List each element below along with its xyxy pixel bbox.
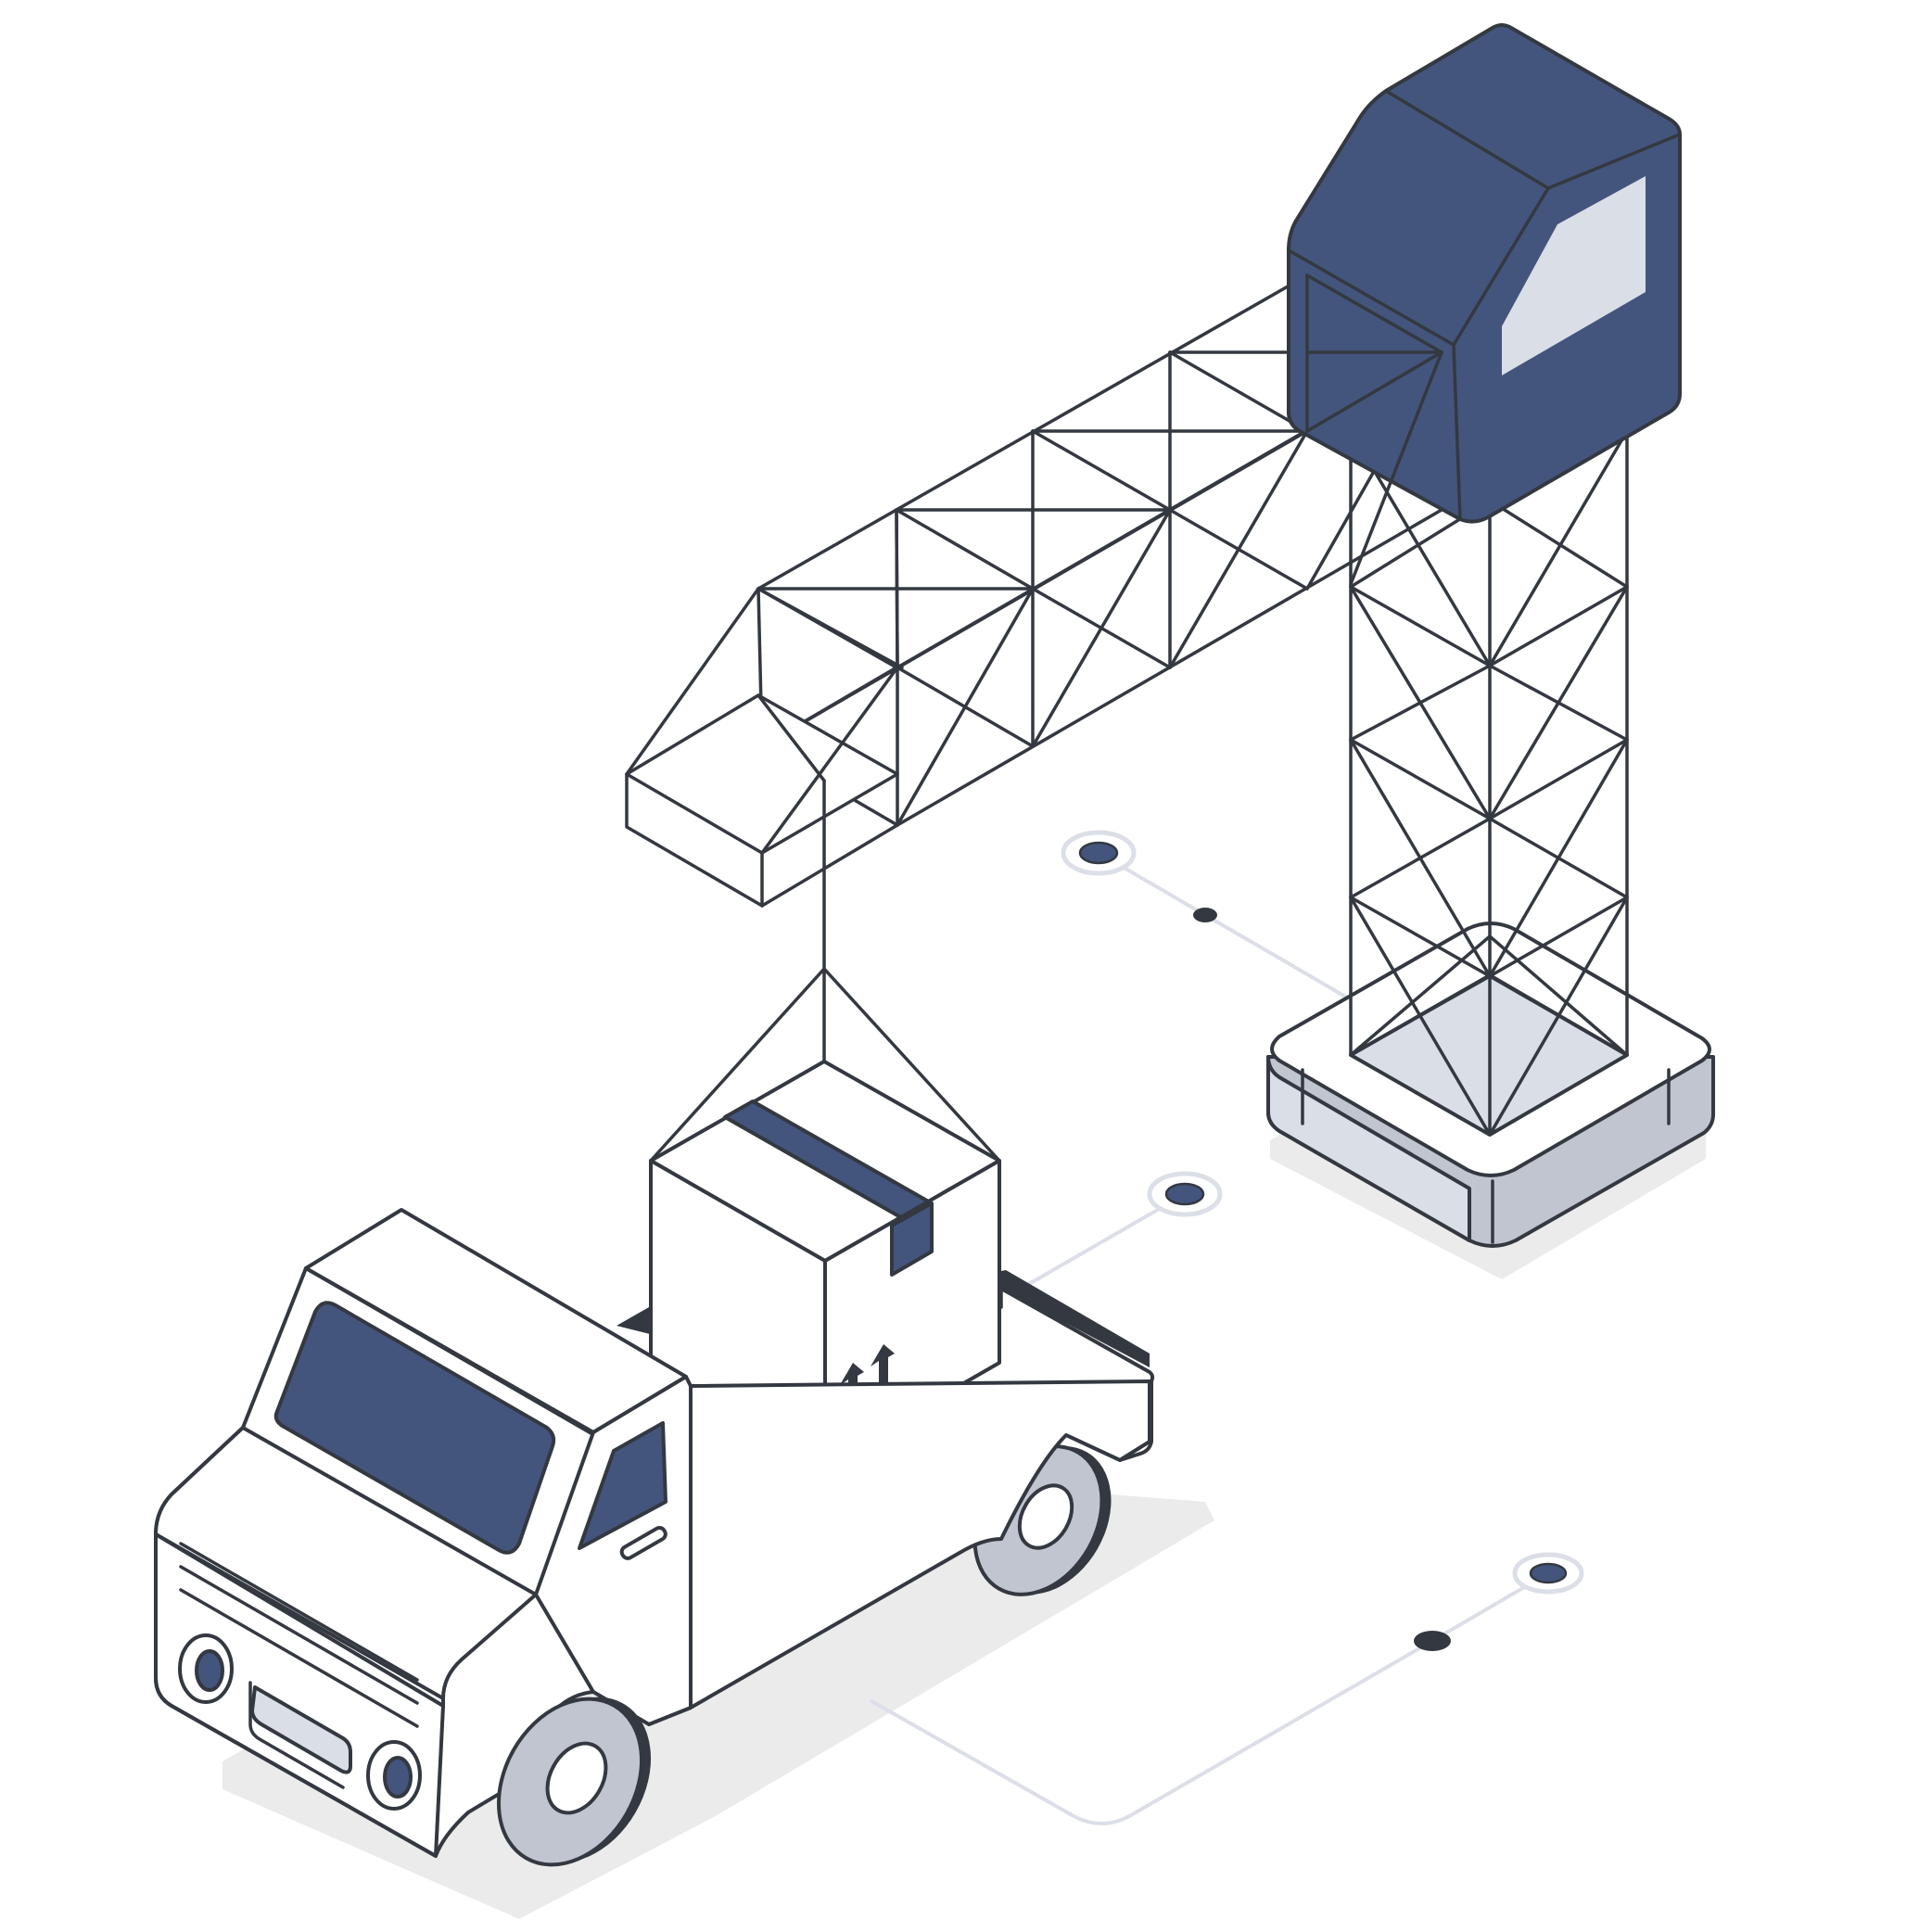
box-tape-side: [890, 1201, 934, 1277]
front-wheel: [496, 1697, 652, 1867]
side-window: [578, 1421, 667, 1550]
cabin-window: [1502, 176, 1646, 375]
license-plate: [250, 1685, 352, 1774]
guide-node-middle: [1147, 1171, 1223, 1217]
windshield: [273, 1301, 556, 1555]
crane-cabin: [1287, 23, 1682, 586]
guide-dot-lower: [1414, 1631, 1451, 1651]
guide-dot-upper: [1193, 908, 1217, 922]
truck-cab: [154, 1208, 1151, 1858]
door-handle: [619, 1526, 667, 1560]
headlight-left: [178, 1633, 234, 1704]
guide-line-bottom: [870, 1571, 1550, 1826]
guide-line-crane: [1097, 851, 1355, 1003]
front-grille: [179, 1542, 419, 1728]
headlight-right: [366, 1740, 422, 1811]
connector-guides: [870, 830, 1584, 1826]
guide-node-lower: [1512, 1552, 1584, 1595]
guide-node-upper: [1061, 830, 1137, 876]
truck-bed-inner-wall: [616, 1270, 1150, 1367]
